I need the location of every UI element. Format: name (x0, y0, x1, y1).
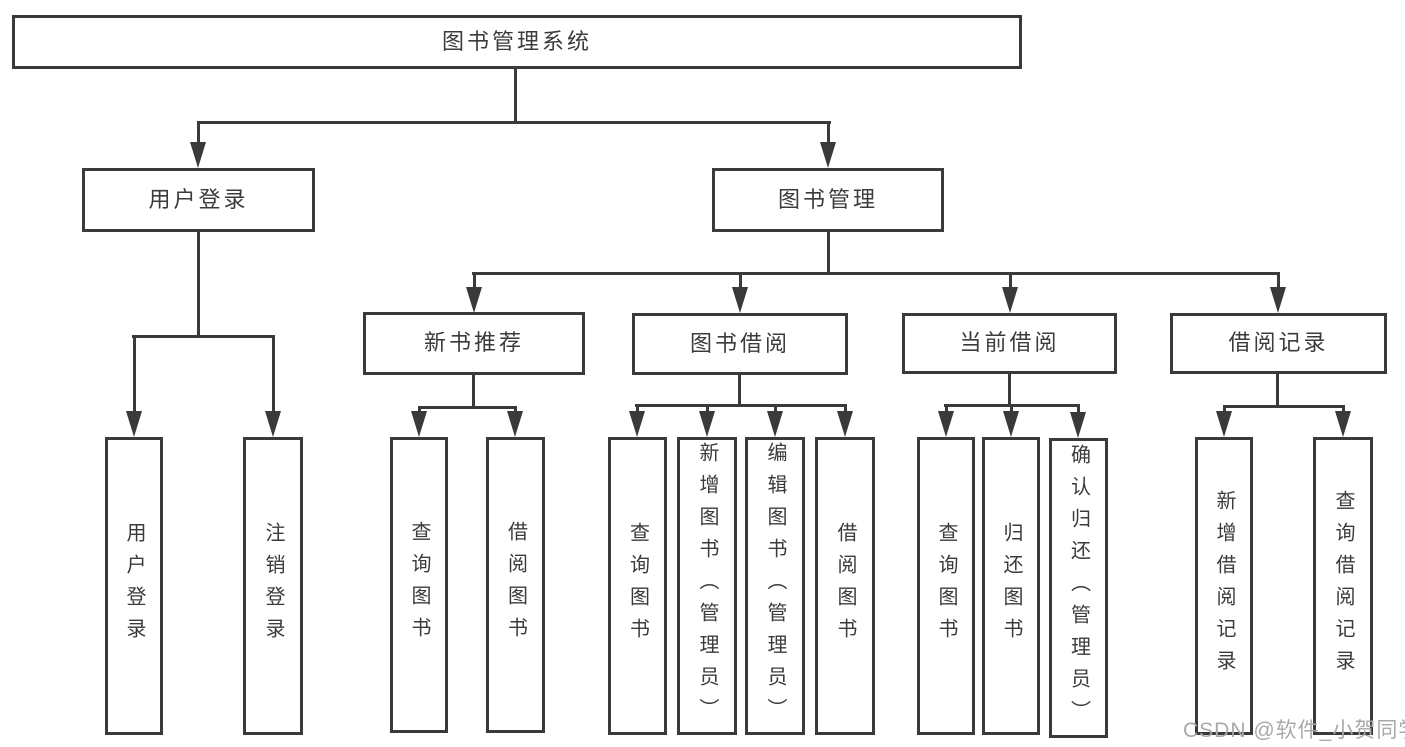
csdn-watermark: CSDN @软件_小贺同学 (1183, 719, 1405, 742)
leaf-br-add-record-label: 新增借阅记录 (1213, 490, 1235, 682)
leaf-nbr-borrow-book: 借阅图书 (486, 437, 545, 733)
connector-to-book-borrow (739, 272, 742, 293)
arrowhead-to-cb-confirm (1070, 412, 1086, 438)
arrowhead-to-cb-query (938, 411, 954, 437)
connector-to-br-add (1223, 405, 1226, 414)
connector-user-login-stem (197, 232, 200, 337)
leaf-cb-confirm-return-admin: 确认归还（管理员） (1049, 438, 1108, 738)
node-book-management: 图书管理 (712, 168, 944, 232)
arrowhead-to-new-book-recommend (466, 287, 482, 313)
connector-to-borrow-records (1277, 272, 1280, 293)
connector-to-nbr-query (418, 406, 421, 414)
leaf-cb-confirm-return-admin-label: 确认归还（管理员） (1067, 444, 1090, 732)
connector-to-user-login (197, 121, 200, 148)
arrowhead-to-leaf-user-login (126, 411, 142, 437)
leaf-nbr-query-book: 查询图书 (390, 437, 448, 733)
node-user-login: 用户登录 (82, 168, 315, 232)
arrowhead-to-br-query (1335, 411, 1351, 437)
connector-bb-bar (635, 404, 846, 407)
connector-to-bb-edit (774, 404, 777, 414)
node-current-borrow-label: 当前借阅 (959, 330, 1060, 356)
arrowhead-to-bb-edit (767, 411, 783, 437)
connector-to-book-management (827, 121, 830, 148)
connector-to-current-borrow (1009, 272, 1012, 293)
node-current-borrow: 当前借阅 (902, 313, 1117, 374)
node-book-borrow-label: 图书借阅 (689, 330, 790, 356)
leaf-cb-return-book-label: 归还图书 (1000, 522, 1022, 650)
leaf-bb-edit-book-admin: 编辑图书（管理员） (745, 437, 805, 735)
connector-br-stem (1276, 374, 1279, 407)
node-borrow-records: 借阅记录 (1170, 313, 1387, 374)
node-new-book-recommend: 新书推荐 (363, 312, 585, 375)
arrowhead-to-bb-borrow (837, 411, 853, 437)
node-borrow-records-label: 借阅记录 (1228, 330, 1329, 356)
leaf-bb-borrow-book: 借阅图书 (815, 437, 875, 735)
arrowhead-to-nbr-borrow (507, 411, 523, 437)
arrowhead-to-book-management (820, 142, 836, 168)
leaf-br-query-record: 查询借阅记录 (1313, 437, 1373, 735)
connector-nbr-bar (418, 406, 517, 409)
leaf-user-login: 用户登录 (105, 437, 163, 735)
connector-to-bb-add (706, 404, 709, 414)
connector-to-bb-borrow (844, 404, 847, 414)
connector-book-management-stem (827, 232, 830, 274)
connector-nbr-stem (472, 375, 475, 408)
connector-to-cb-return (1010, 404, 1013, 414)
connector-br-bar (1223, 405, 1344, 408)
leaf-cb-return-book: 归还图书 (982, 437, 1040, 735)
arrowhead-to-cb-return (1003, 411, 1019, 437)
leaf-bb-edit-book-admin-label: 编辑图书（管理员） (764, 442, 786, 730)
node-book-management-label: 图书管理 (777, 186, 878, 212)
leaf-br-add-record: 新增借阅记录 (1195, 437, 1253, 735)
leaf-nbr-borrow-book-label: 借阅图书 (504, 521, 527, 649)
connector-to-bb-query (636, 404, 639, 414)
leaf-br-query-record-label: 查询借阅记录 (1332, 490, 1354, 682)
arrowhead-to-book-borrow (732, 287, 748, 313)
leaf-bb-add-book-admin-label: 新增图书（管理员） (696, 442, 718, 730)
leaf-bb-add-book-admin: 新增图书（管理员） (677, 437, 737, 735)
leaf-user-login-label: 用户登录 (123, 522, 145, 650)
arrowhead-to-br-add (1216, 411, 1232, 437)
leaf-bb-query-book: 查询图书 (608, 437, 667, 735)
connector-book-management-bar (472, 272, 1280, 275)
arrowhead-to-leaf-logout (265, 411, 281, 437)
leaf-nbr-query-book-label: 查询图书 (408, 521, 430, 649)
node-root: 图书管理系统 (12, 15, 1022, 69)
arrowhead-to-borrow-records (1270, 287, 1286, 313)
leaf-bb-query-book-label: 查询图书 (626, 522, 649, 650)
connector-to-cb-confirm (1077, 404, 1080, 414)
connector-to-leaf-user-login (133, 335, 136, 415)
connector-user-login-bar (132, 335, 275, 338)
connector-to-leaf-logout (272, 335, 275, 415)
leaf-cb-query-book-label: 查询图书 (935, 522, 957, 650)
connector-to-cb-query (945, 404, 948, 414)
connector-root-stem (514, 68, 517, 121)
leaf-logout: 注销登录 (243, 437, 303, 735)
connector-to-nbr-borrow (514, 406, 517, 414)
node-new-book-recommend-label: 新书推荐 (423, 330, 524, 356)
arrowhead-to-bb-query (629, 411, 645, 437)
arrowhead-to-nbr-query (411, 411, 427, 437)
leaf-bb-borrow-book-label: 借阅图书 (834, 522, 856, 650)
leaf-logout-label: 注销登录 (262, 522, 284, 650)
connector-bb-stem (738, 375, 741, 406)
node-user-login-label: 用户登录 (148, 186, 249, 212)
connector-root-bar (197, 121, 831, 124)
node-root-label: 图书管理系统 (441, 28, 592, 54)
connector-to-br-query (1342, 405, 1345, 414)
connector-to-new-book-recommend (473, 272, 476, 293)
leaf-cb-query-book: 查询图书 (917, 437, 975, 735)
connector-cb-stem (1008, 374, 1011, 406)
arrowhead-to-user-login (190, 142, 206, 168)
node-book-borrow: 图书借阅 (632, 313, 848, 375)
arrowhead-to-bb-add (699, 411, 715, 437)
arrowhead-to-current-borrow (1002, 287, 1018, 313)
